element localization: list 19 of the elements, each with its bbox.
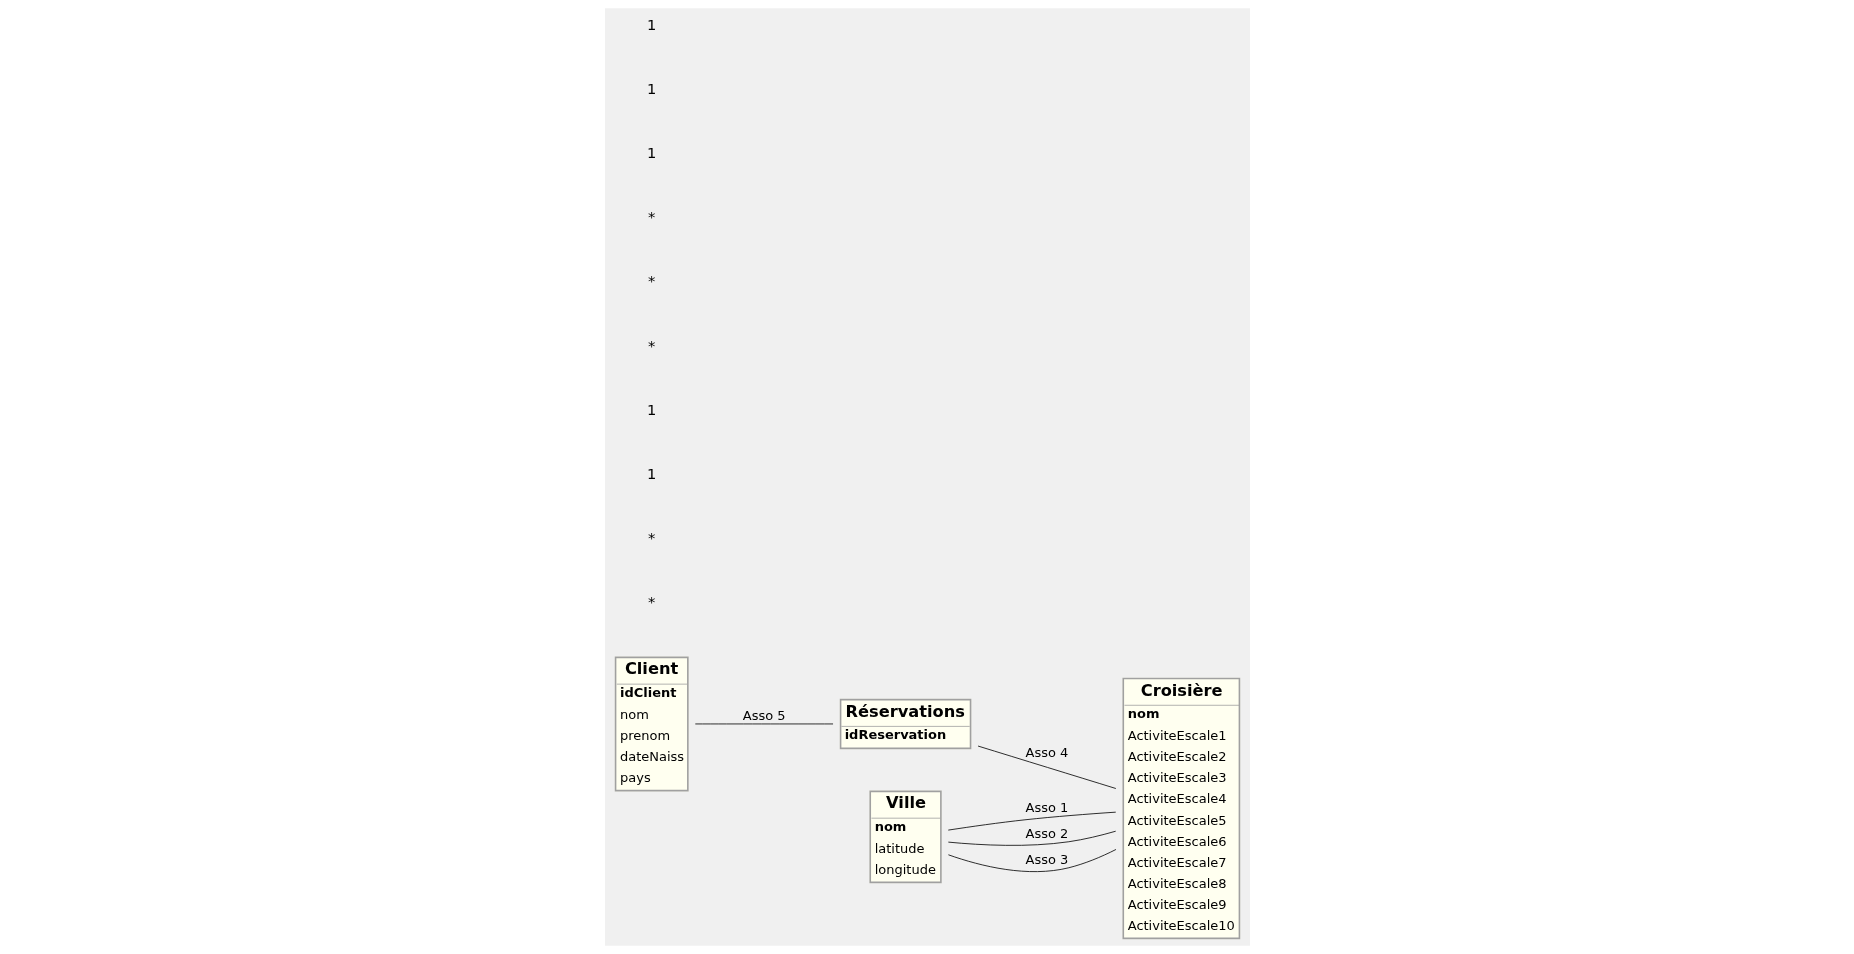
label: * [647, 336, 655, 354]
label: 1 [646, 144, 656, 162]
connector [977, 745, 1116, 789]
label: 1 [646, 79, 656, 97]
connector [947, 830, 1116, 846]
edge-label: Asso 3 [1025, 851, 1068, 867]
edge-label: Asso 4 [1025, 745, 1068, 761]
edge-label: Asso 5 [742, 707, 786, 723]
label: * [647, 208, 655, 226]
label: 1 [646, 15, 656, 33]
label: * [647, 593, 655, 611]
label: * [647, 272, 655, 290]
edge-label: Asso 1 [1025, 799, 1068, 815]
connector [947, 811, 1116, 831]
connector [947, 849, 1116, 873]
label: 1 [646, 400, 656, 418]
edge-label: Asso 2 [1025, 825, 1068, 841]
label: * [647, 529, 655, 547]
label: 1 [646, 464, 656, 482]
